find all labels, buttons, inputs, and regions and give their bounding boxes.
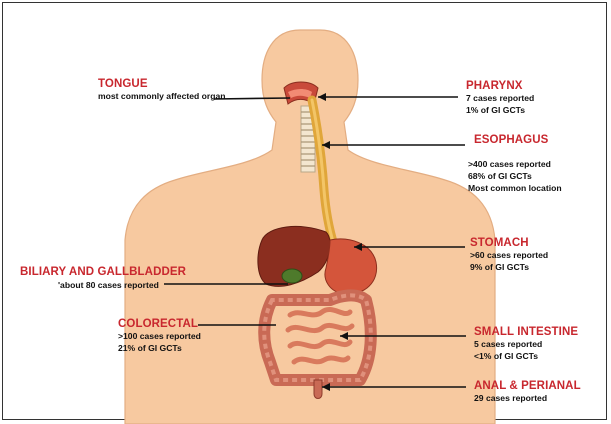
tongue-line-1: most commonly affected organ — [98, 90, 226, 102]
tongue-title: TONGUE — [98, 78, 226, 90]
pharynx-line-1: 7 cases reported — [466, 92, 534, 104]
pharynx-title: PHARYNX — [466, 80, 534, 92]
pharynx-line-2: 1% of GI GCTs — [466, 104, 534, 116]
stomach-line-1: >60 cases reported — [470, 249, 548, 261]
label-esophagus: ESOPHAGUS — [474, 134, 548, 146]
anal-line-1: 29 cases reported — [474, 392, 581, 404]
small-intestine-title: SMALL INTESTINE — [474, 326, 578, 338]
label-pharynx: PHARYNX 7 cases reported 1% of GI GCTs — [466, 80, 534, 116]
colorectal-line-2: 21% of GI GCTs — [118, 342, 201, 354]
biliary-details: 'about 80 cases reported — [58, 279, 159, 291]
anal-title: ANAL & PERIANAL — [474, 380, 581, 392]
esophagus-line-1: >400 cases reported — [468, 158, 562, 170]
stomach-title: STOMACH — [470, 237, 548, 249]
colorectal-line-1: >100 cases reported — [118, 330, 201, 342]
label-colorectal: COLORECTAL >100 cases reported 21% of GI… — [118, 318, 201, 354]
label-anal: ANAL & PERIANAL 29 cases reported — [474, 380, 581, 404]
esophagus-title: ESOPHAGUS — [474, 134, 548, 146]
biliary-line-1: 'about 80 cases reported — [58, 279, 159, 291]
label-stomach: STOMACH >60 cases reported 9% of GI GCTs — [470, 237, 548, 273]
esophagus-line-3: Most common location — [468, 182, 562, 194]
stomach-line-2: 9% of GI GCTs — [470, 261, 548, 273]
label-small-intestine: SMALL INTESTINE 5 cases reported <1% of … — [474, 326, 578, 362]
label-tongue: TONGUE most commonly affected organ — [98, 78, 226, 102]
esophagus-details: >400 cases reported 68% of GI GCTs Most … — [468, 158, 562, 194]
esophagus-line-2: 68% of GI GCTs — [468, 170, 562, 182]
label-biliary: BILIARY AND GALLBLADDER — [20, 266, 186, 278]
small-intestine-line-2: <1% of GI GCTs — [474, 350, 578, 362]
colorectal-title: COLORECTAL — [118, 318, 201, 330]
small-intestine-line-1: 5 cases reported — [474, 338, 578, 350]
biliary-title: BILIARY AND GALLBLADDER — [20, 266, 186, 278]
